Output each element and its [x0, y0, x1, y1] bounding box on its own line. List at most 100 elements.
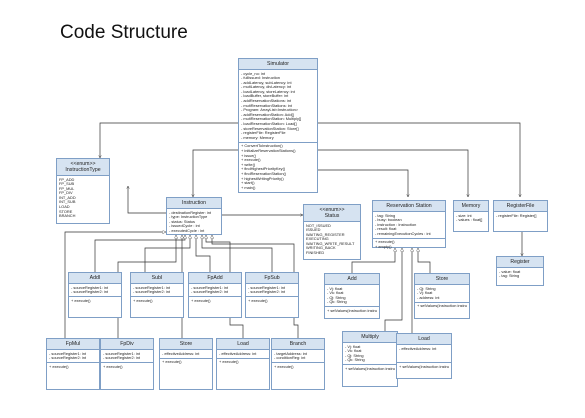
field: - loadLatency, storeLatency: int	[241, 89, 295, 94]
enum-value: STORE	[59, 209, 73, 214]
field: - sourceRegister1: int	[133, 285, 170, 290]
field: - multReservationStation: Multiply[]	[241, 117, 302, 122]
assoc-simulator-reservation	[318, 169, 408, 197]
class-methods: + ConvertToInstruction() + initializeRes…	[239, 141, 317, 192]
class-fields: - Qj: String - Vj: float - address: int	[415, 285, 469, 302]
enum-status: <<enum>> Status NOT_ISSUED ISSUED WAITIN…	[303, 204, 361, 260]
class-fields: - sourceRegister1: int - sourceRegister2…	[69, 284, 121, 296]
class-fields: - tag: String - busy: boolean - instruct…	[373, 212, 445, 238]
field: - sourceRegister2: int	[191, 290, 228, 295]
field: - type: InstructionType	[169, 215, 208, 220]
class-name: Load	[237, 341, 249, 347]
method: + execute()	[274, 364, 294, 369]
field: - executedCycle : int	[169, 228, 205, 233]
assoc-simulator-instruction	[193, 149, 238, 197]
method: + execute()	[49, 364, 69, 369]
field: - Vj: float	[327, 286, 343, 291]
class-name: Instruction	[182, 200, 206, 206]
class-reservation-station: Reservation Station - tag: String - busy…	[372, 200, 446, 249]
field: - registerFile: RegisterFile	[241, 131, 286, 136]
enum-values: NOT_ISSUED ISSUED WAITING_REGISTER EXECU…	[304, 222, 360, 257]
method: + setValues(Instruction instruction)	[327, 308, 377, 313]
class-fields: - value: float - tag: String	[497, 268, 543, 280]
class-fields: - size: int - values : float[]	[454, 212, 488, 224]
method: + main()	[241, 185, 256, 190]
field: - loadReservationStation: Load[]	[241, 122, 297, 127]
inherit-fpadd	[196, 235, 211, 272]
class-fields: - targetAddress: int - conditionReg: int	[272, 350, 324, 362]
class-add-rs: Add - Vj: float - Vk: float - Qj: String…	[324, 273, 380, 319]
field: - multReservationStations: int	[241, 103, 292, 108]
class-name: FpSub	[264, 275, 280, 281]
class-name: Register	[510, 259, 530, 265]
class-name: Status	[324, 213, 340, 219]
class-branch: Branch - targetAddress: int - conditionR…	[271, 338, 325, 390]
class-name: Multiply	[361, 334, 379, 340]
class-fields: - sourceRegister1: int - sourceRegister2…	[246, 284, 298, 296]
stereotype-label: <<enum>>	[70, 161, 96, 167]
stereotype-label: <<enum>>	[319, 207, 345, 213]
field: - size: int	[456, 213, 472, 218]
field: - sourceRegister1: int	[248, 285, 285, 290]
field: - Vj: float	[345, 344, 361, 349]
class-addi: AddI - sourceRegister1: int - sourceRegi…	[68, 272, 122, 318]
inherit-multiply-rs	[384, 248, 402, 331]
class-fields: - sourceRegister1: int - sourceRegister2…	[131, 284, 183, 296]
class-register: Register - value: float - tag: String	[496, 256, 544, 286]
field: - Qj: String	[327, 295, 346, 300]
field: - sourceRegister1: int	[49, 351, 86, 356]
enum-value: WAITING_REGISTER	[306, 232, 345, 237]
class-name: Add	[347, 276, 357, 282]
field: - storeReservationStation: Store[]	[241, 126, 299, 131]
class-store-rs: Store - Qj: String - Vj: float - address…	[414, 273, 470, 319]
class-fields: - sourceRegister1: int - sourceRegister2…	[189, 284, 241, 296]
field: - Program: ArrayList<Instruction>	[241, 108, 299, 113]
field: - address: int	[417, 295, 440, 300]
field: - conditionReg: int	[274, 356, 306, 361]
method: + execute()	[248, 298, 268, 303]
method: + ConvertToInstruction()	[241, 144, 283, 149]
inherit-add-rs	[351, 248, 395, 273]
field: - multLatency, divLatency: int	[241, 85, 292, 90]
method: + execute()	[219, 360, 239, 365]
class-name: AddI	[89, 275, 101, 281]
method: + highestWritingPriority()	[241, 176, 284, 181]
class-load-rs: Load - effectiveAddress: int + setValues…	[396, 333, 452, 379]
field: - loadBuffer, storeBuffer: int	[241, 94, 289, 99]
class-name: FpAdd	[207, 275, 223, 281]
method: + setValues(Instruction instruction)	[345, 366, 395, 371]
field: - value: float	[499, 269, 521, 274]
enum-values: FP_ADD FP_SUB FP_MUL FP_DIV INT_ADD INT_…	[57, 176, 109, 220]
class-fields: - registerFile: Register[]	[494, 212, 547, 220]
field: - Qk: String	[345, 358, 365, 363]
field: - busy: boolean	[375, 218, 402, 223]
inherit-subi	[144, 235, 190, 272]
class-multiply-rs: Multiply - Vj: float - Vk: float - Qj: S…	[342, 331, 398, 387]
class-fields: - Vj: float - Vk: float - Qj: String - Q…	[325, 285, 379, 306]
class-methods: + execute()	[69, 296, 121, 318]
class-methods: + execute()	[160, 357, 212, 390]
enum-value: EXECUTING	[306, 237, 329, 242]
field: - effectiveAddress: int	[399, 346, 437, 351]
field: - sourceRegister2: int	[49, 356, 86, 361]
inherit-fpsub	[202, 235, 273, 272]
class-instruction: Instruction - destinationRegister: int -…	[166, 197, 222, 235]
field: - sourceRegister2: int	[133, 290, 170, 295]
class-methods: + execute()	[189, 296, 241, 318]
field: - effectiveAddress: int	[162, 351, 200, 356]
field: - addReservationStations: int	[241, 99, 291, 104]
class-fields: - effectiveAddress: int	[217, 350, 269, 358]
method: + execute()	[375, 240, 395, 245]
enum-value: FP_ADD	[59, 177, 75, 182]
class-name: RegisterFile	[506, 203, 535, 209]
enum-value: FINISHED	[306, 251, 325, 256]
field: - sourceRegister1: int	[71, 285, 108, 290]
field: - addLatency, subLatency: int	[241, 80, 292, 85]
class-methods: + execute()	[101, 362, 153, 390]
field: - Vk: float	[345, 349, 362, 354]
method: + execute()	[133, 298, 153, 303]
field: - Qk: String	[327, 300, 347, 305]
field: - Qj: String	[345, 353, 364, 358]
